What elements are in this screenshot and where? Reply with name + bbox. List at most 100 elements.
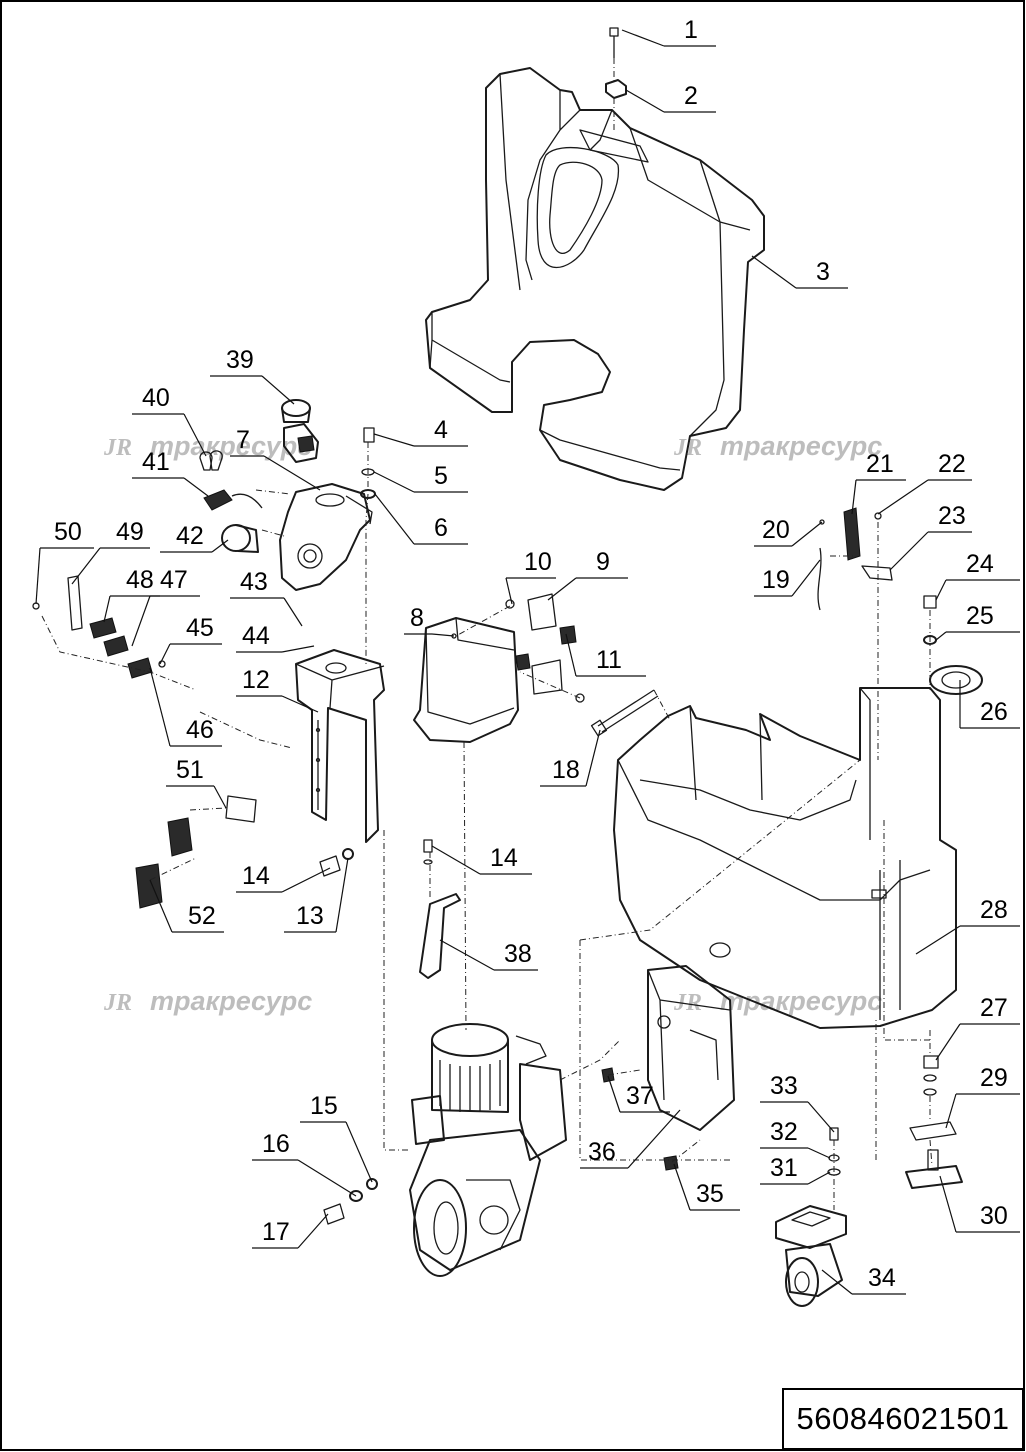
callout-51: 51 xyxy=(176,756,204,784)
watermark-2: JR тракресурс xyxy=(673,431,882,461)
callout-leader xyxy=(283,597,303,627)
callout-30: 30 xyxy=(980,1202,1008,1230)
callout-leader xyxy=(297,1213,329,1249)
callout-33: 33 xyxy=(770,1072,798,1100)
callout-leader xyxy=(915,925,961,955)
emergency-switch-part xyxy=(281,399,319,463)
callout-leader xyxy=(585,729,601,787)
spacer-parts-27-29-30 xyxy=(905,1055,963,1189)
callout-leader xyxy=(751,255,797,289)
callout-36: 36 xyxy=(588,1138,616,1166)
callout-49: 49 xyxy=(116,518,144,546)
callout-leader xyxy=(281,645,315,653)
callout-50: 50 xyxy=(54,518,82,546)
callout-leaders xyxy=(35,29,1020,1295)
callout-leader xyxy=(627,1109,681,1169)
callout-leader xyxy=(281,867,331,893)
document-number-box: 560846021501 xyxy=(782,1388,1024,1450)
callout-leader xyxy=(374,493,415,545)
keys-part xyxy=(199,450,223,471)
watermark-text: тракресурс xyxy=(720,431,882,461)
callout-leader xyxy=(159,643,171,665)
callout-4: 4 xyxy=(434,416,448,444)
watermark-4: JR тракресурс xyxy=(673,986,882,1016)
callout-14: 14 xyxy=(490,844,518,872)
watermark-text: тракресурс xyxy=(720,986,882,1016)
callout-42: 42 xyxy=(176,522,204,550)
callout-leader xyxy=(607,1075,621,1113)
callout-7: 7 xyxy=(236,426,250,454)
callout-8: 8 xyxy=(410,604,424,632)
document-number: 560846021501 xyxy=(796,1401,1010,1436)
callout-46: 46 xyxy=(186,716,214,744)
callout-20: 20 xyxy=(762,516,790,544)
callout-18: 18 xyxy=(552,756,580,784)
callout-leader xyxy=(335,857,349,933)
callout-52: 52 xyxy=(188,902,216,930)
callout-leader xyxy=(103,595,111,623)
callout-12: 12 xyxy=(242,666,270,694)
callout-10: 10 xyxy=(524,548,552,576)
motor-hood-part xyxy=(413,617,519,743)
sensor-bracket-parts xyxy=(817,507,893,611)
callout-40: 40 xyxy=(142,384,170,412)
callout-leader xyxy=(807,1101,835,1133)
gauge-part xyxy=(221,524,259,553)
long-bolt-part xyxy=(590,689,659,737)
callout-leader xyxy=(35,547,41,605)
watermark-logo: JR xyxy=(103,990,132,1016)
watermark-1: JR тракресурс xyxy=(103,431,312,461)
callout-leader xyxy=(345,1121,373,1183)
callout-leader xyxy=(281,695,319,713)
callout-31: 31 xyxy=(770,1154,798,1182)
small-brackets-9-10-11 xyxy=(505,593,585,703)
callout-leader xyxy=(935,1023,961,1061)
callout-leader xyxy=(261,375,295,405)
callout-leader xyxy=(149,667,171,747)
callout-22: 22 xyxy=(938,450,966,478)
callout-19: 19 xyxy=(762,566,790,594)
callout-2: 2 xyxy=(684,82,698,110)
callout-14: 14 xyxy=(242,862,270,890)
top-cover-part xyxy=(425,67,765,491)
callout-leader xyxy=(935,631,947,641)
callout-leader xyxy=(791,559,821,597)
callout-24: 24 xyxy=(966,550,994,578)
callout-47: 47 xyxy=(160,566,188,594)
callout-leader xyxy=(131,595,151,647)
callout-11: 11 xyxy=(596,646,622,674)
callout-leader xyxy=(889,531,929,571)
callout-6: 6 xyxy=(434,514,448,542)
callout-leader xyxy=(213,785,227,809)
callout-leader xyxy=(625,89,665,113)
callout-21: 21 xyxy=(866,450,894,478)
callout-leader xyxy=(791,521,823,547)
callout-leader xyxy=(505,577,513,605)
callout-leader xyxy=(211,539,229,553)
callout-13: 13 xyxy=(296,902,324,930)
bolt-washers-4-5-6 xyxy=(360,427,376,499)
key-switch-part xyxy=(203,489,263,511)
callout-45: 45 xyxy=(186,614,214,642)
callout-leader xyxy=(851,479,857,515)
callout-leader xyxy=(621,29,665,47)
callout-44: 44 xyxy=(242,622,270,650)
screw-part-1 xyxy=(609,27,619,58)
watermark-logo: JR xyxy=(103,435,132,461)
callout-leader xyxy=(935,579,947,601)
callout-41: 41 xyxy=(142,448,170,476)
callout-34: 34 xyxy=(868,1264,896,1292)
callout-leader xyxy=(673,1163,691,1211)
callout-leader xyxy=(149,879,173,933)
callout-3: 3 xyxy=(816,258,830,286)
callout-leader xyxy=(373,471,415,493)
callout-1: 1 xyxy=(684,16,698,44)
callout-37: 37 xyxy=(626,1082,654,1110)
relay-parts xyxy=(135,795,257,909)
callout-leader xyxy=(939,1175,957,1233)
assembly-lines xyxy=(41,58,933,1210)
bracket-part-38 xyxy=(419,839,461,979)
callout-leader xyxy=(821,1269,853,1295)
